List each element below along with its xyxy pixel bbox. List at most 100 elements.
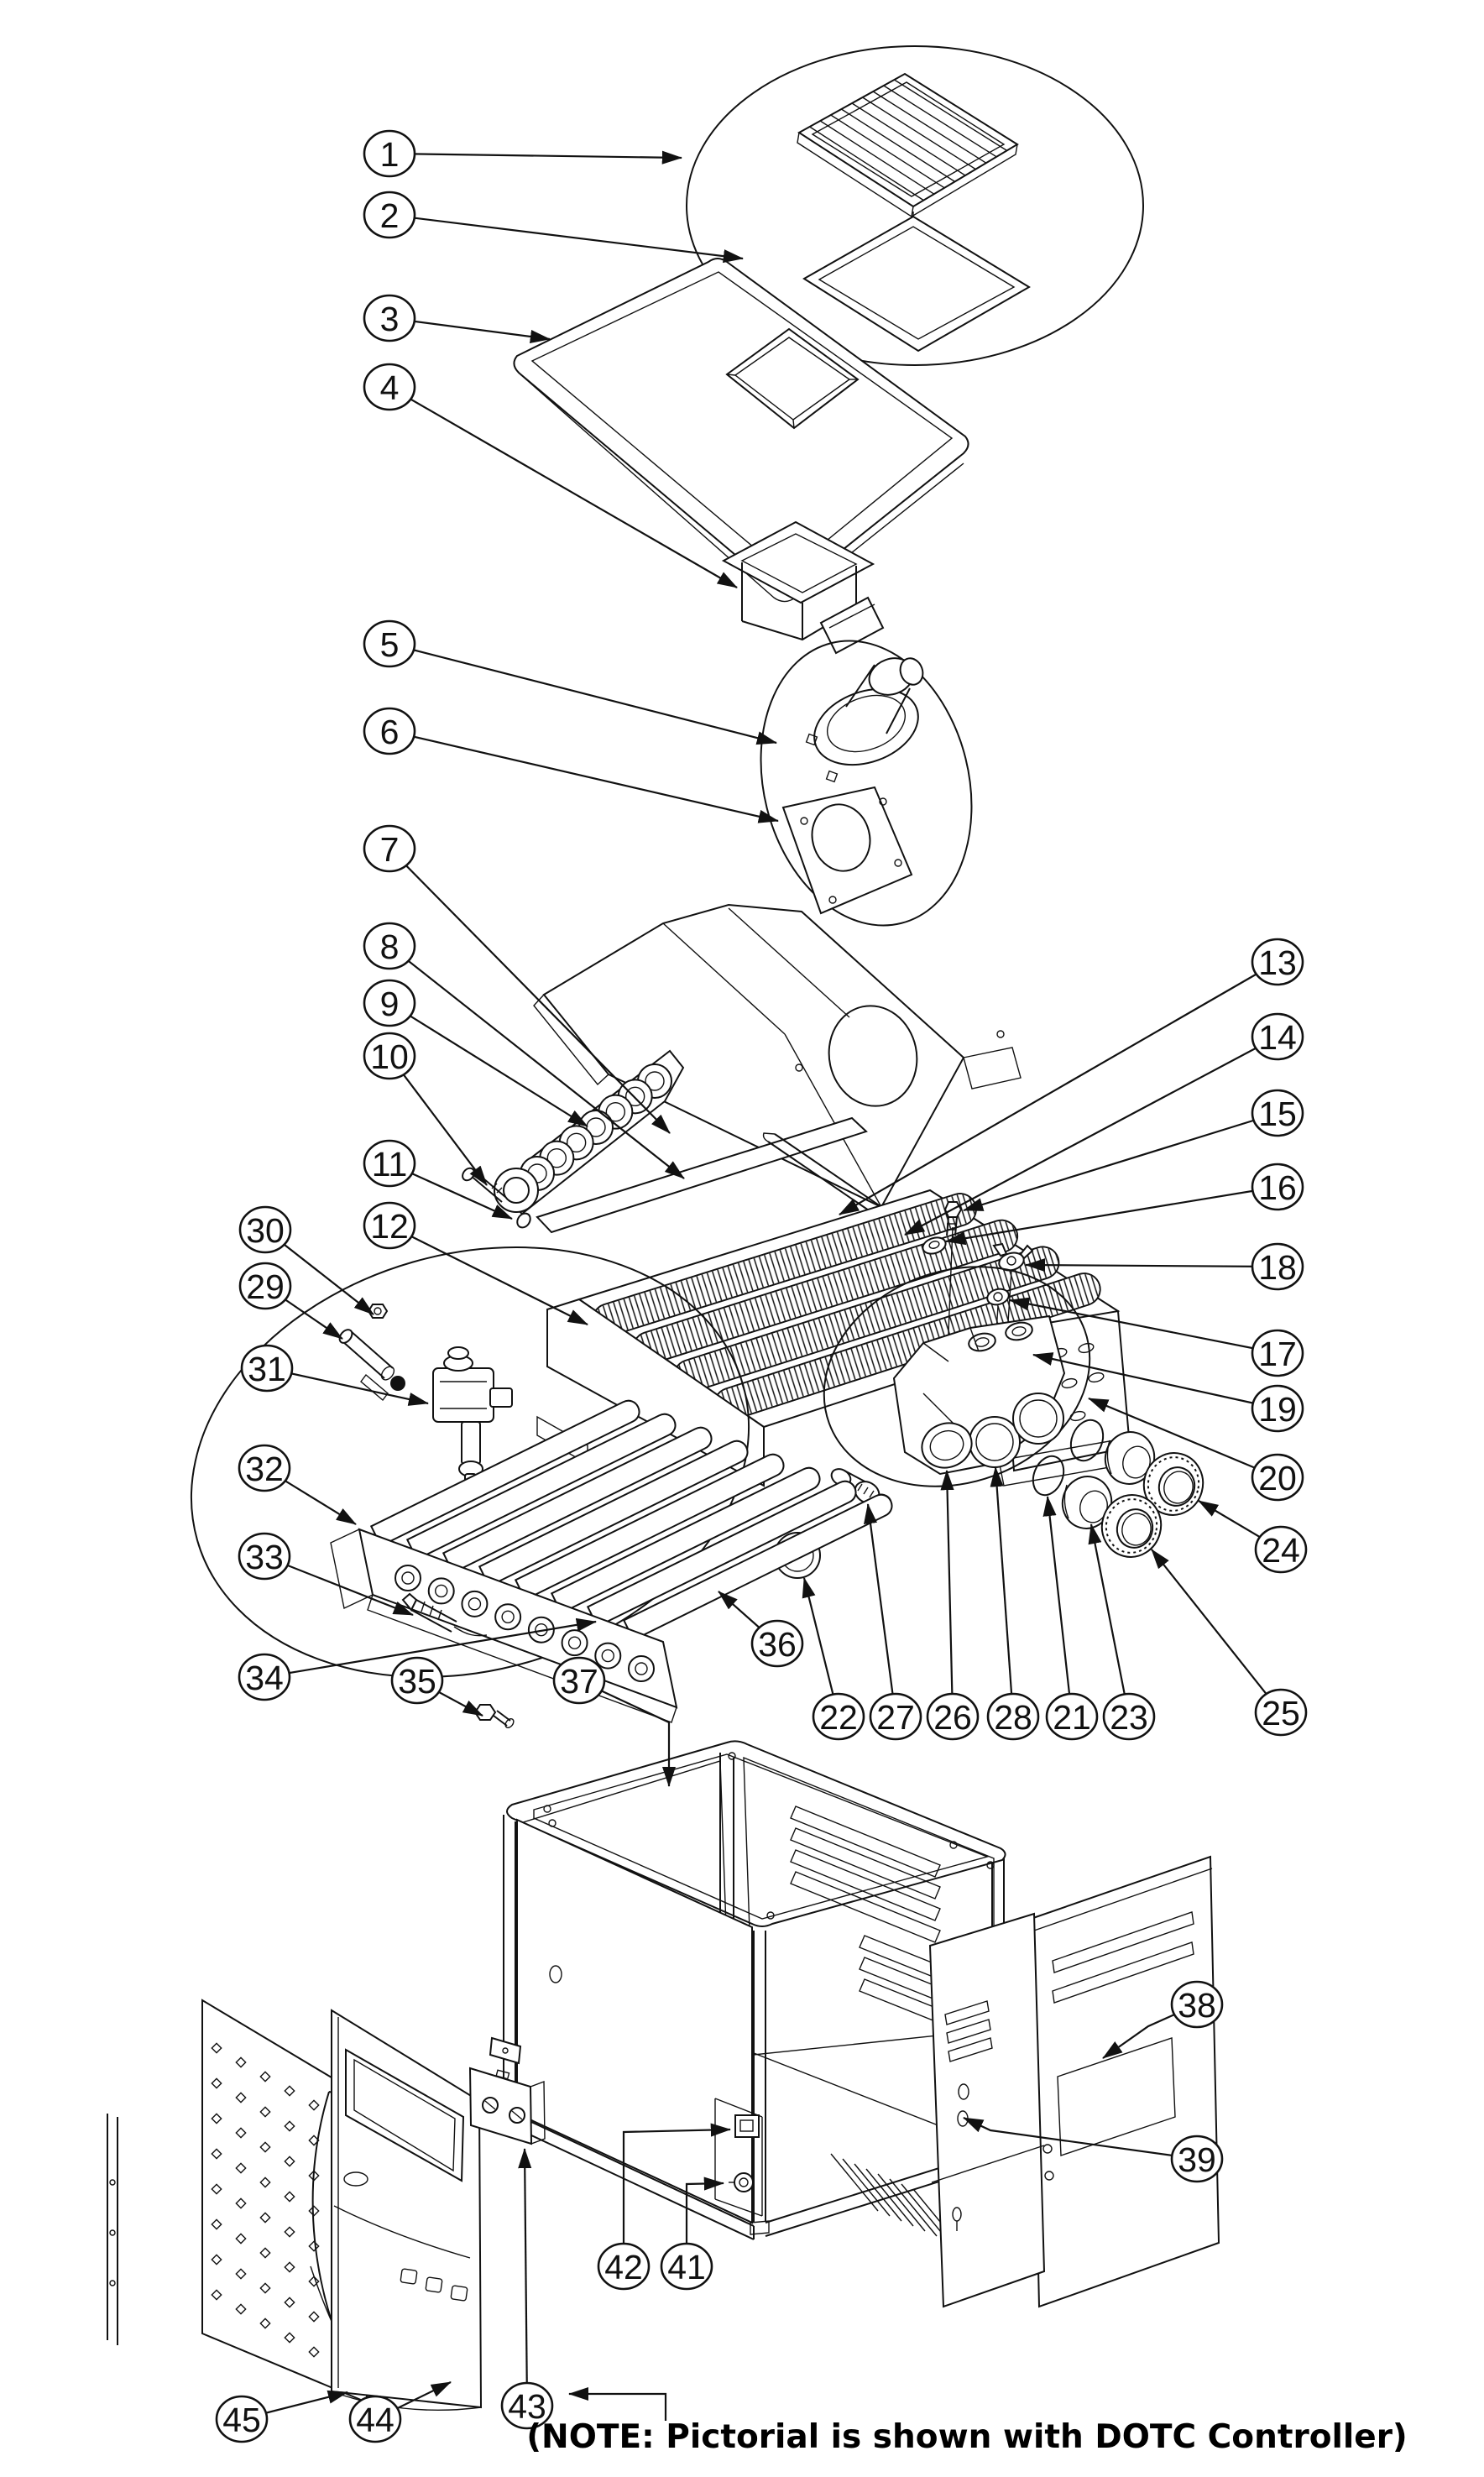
callout-circle-8: [363, 922, 416, 970]
wing-plug: [992, 1242, 1034, 1272]
callout-circle-33: [238, 1532, 291, 1581]
callout-10: 10: [363, 1032, 416, 1080]
callout-number-26: 26: [933, 1698, 972, 1737]
union-nut: [1100, 1494, 1163, 1558]
thermostat-disc: [922, 1236, 947, 1255]
callout-circle-18: [1251, 1242, 1304, 1291]
note-arrow: [567, 2386, 667, 2421]
air-blower: [805, 657, 924, 783]
callout-circle-41: [660, 2242, 713, 2291]
leader-1: [389, 150, 683, 165]
callout-circle-12: [363, 1201, 416, 1250]
callout-number-28: 28: [994, 1698, 1032, 1737]
callout-number-27: 27: [876, 1698, 915, 1737]
callout-number-33: 33: [245, 1538, 284, 1576]
callout-29: 29: [238, 1262, 292, 1310]
leader-6: [389, 729, 779, 823]
sight-glass-tube: [338, 1329, 405, 1402]
callout-3: 3: [363, 294, 416, 342]
blower-mounting-plate: [781, 786, 913, 915]
callout-28: 28: [986, 1692, 1040, 1741]
callout-1: 1: [363, 129, 416, 178]
callout-number-3: 3: [380, 300, 400, 338]
callout-15: 15: [1251, 1089, 1304, 1137]
junction-bracket: [714, 2098, 763, 2217]
callout-37: 37: [552, 1656, 606, 1705]
hx-finned-tube: [593, 1194, 975, 1335]
perforated-front-panel: [107, 1999, 368, 2404]
callout-circle-32: [238, 1444, 291, 1492]
leader-2: [389, 213, 745, 264]
callout-22: 22: [812, 1692, 865, 1741]
callout-circle-11: [363, 1139, 416, 1188]
callout-circle-24: [1254, 1525, 1308, 1574]
callout-30: 30: [238, 1205, 292, 1254]
callout-number-24: 24: [1262, 1531, 1300, 1570]
callout-13: 13: [1251, 938, 1304, 986]
callout-circle-44: [348, 2395, 402, 2443]
callout-25: 25: [1254, 1688, 1308, 1737]
callout-number-12: 12: [370, 1207, 409, 1246]
callout-number-19: 19: [1258, 1390, 1297, 1429]
callout-number-7: 7: [380, 830, 400, 869]
union-oring: [1032, 1455, 1065, 1497]
callout-number-44: 44: [356, 2401, 395, 2439]
manifold-oring: [516, 1212, 531, 1229]
leader-37: [578, 1680, 677, 1788]
union-nut: [1142, 1452, 1204, 1516]
leader-16: [945, 1185, 1278, 1246]
flue-collar: [721, 520, 885, 655]
leader-7: [389, 848, 671, 1134]
callout-number-37: 37: [560, 1662, 598, 1701]
top-lid: [513, 258, 969, 603]
callout-number-39: 39: [1178, 2140, 1216, 2179]
callout-circle-34: [238, 1653, 291, 1701]
callout-number-42: 42: [604, 2248, 643, 2286]
callout-number-25: 25: [1262, 1694, 1300, 1732]
burner-detail-bubble: [190, 1246, 893, 1729]
header-port: [969, 1416, 1021, 1468]
inner-access-panel: [928, 1912, 1046, 2308]
callout-18: 18: [1251, 1242, 1304, 1291]
leader-8: [389, 945, 685, 1179]
mounting-plate: [468, 2036, 546, 2145]
door-buttons: [400, 2268, 468, 2302]
leader-14: [904, 1036, 1278, 1236]
leader-41: [685, 2177, 725, 2266]
callout-circle-37: [552, 1656, 606, 1705]
callout-number-11: 11: [372, 1145, 408, 1184]
cabinet-rim: [506, 1740, 1006, 1927]
door-logo-oval: [343, 2171, 368, 2187]
callout-number-13: 13: [1258, 943, 1297, 982]
control-door: [331, 2009, 483, 2412]
burner-tube: [369, 1399, 640, 1547]
callout-11: 11: [363, 1139, 416, 1188]
callout-45: 45: [215, 2395, 269, 2443]
callout-number-22: 22: [819, 1698, 858, 1737]
door-bottom-curve: [331, 2391, 482, 2412]
pilot-nut: [367, 1304, 389, 1319]
burner-tube: [622, 1493, 893, 1641]
callout-4: 4: [363, 363, 416, 411]
callout-circle-30: [238, 1205, 292, 1254]
callout-circle-14: [1251, 1012, 1304, 1061]
leader-3: [389, 316, 551, 343]
leader-27: [864, 1503, 897, 1717]
callout-circle-17: [1251, 1329, 1304, 1377]
leader-26: [940, 1469, 954, 1717]
callout-circle-16: [1251, 1163, 1304, 1211]
callout-circle-23: [1102, 1692, 1156, 1741]
callout-number-38: 38: [1178, 1986, 1216, 2025]
callout-circle-38: [1170, 1980, 1224, 2029]
door-window: [345, 2048, 465, 2182]
callout-circle-7: [363, 824, 416, 873]
detail-bubble-blower: [760, 640, 973, 927]
callout-6: 6: [363, 707, 416, 755]
callout-number-29: 29: [246, 1267, 285, 1306]
callout-number-9: 9: [380, 985, 400, 1023]
footnote: (NOTE: Pictorial is shown with DOTC Cont…: [526, 2386, 1408, 2456]
callout-42: 42: [597, 2242, 651, 2291]
